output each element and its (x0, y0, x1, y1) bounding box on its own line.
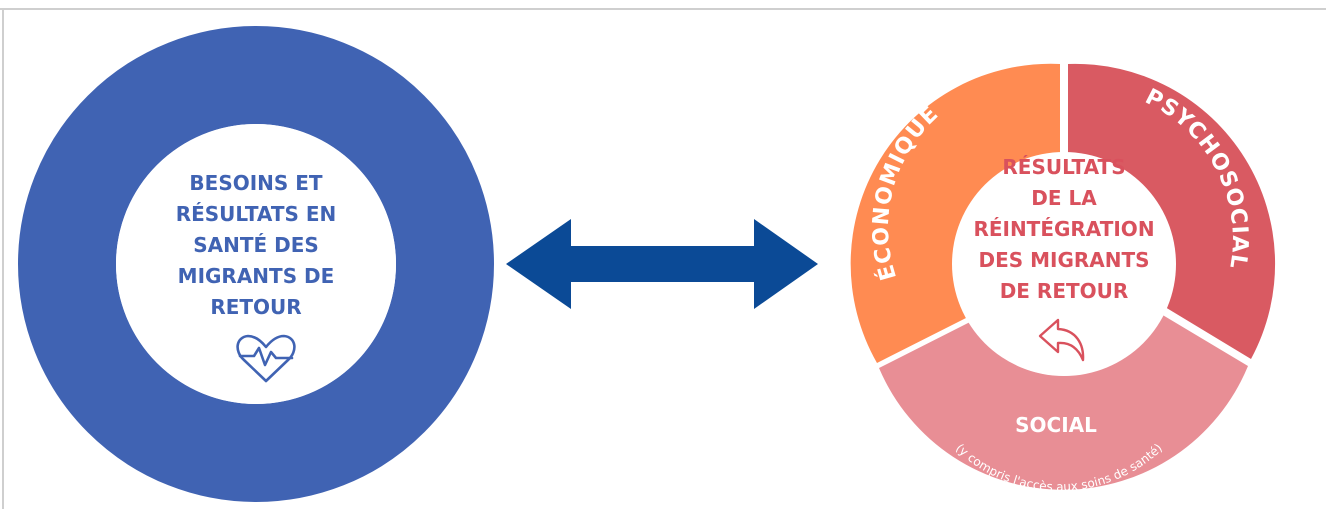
health-title: BESOINS ET RÉSULTATS EN SANTÉ DES MIGRAN… (176, 171, 337, 319)
health-ring-center (116, 124, 396, 404)
segment-economic (850, 63, 1060, 364)
segment-social-label: SOCIAL (1015, 413, 1097, 437)
reintegration-title-line-5: DE RETOUR (1000, 279, 1129, 303)
segment-social (879, 314, 1248, 490)
reintegration-title-line-3: RÉINTÉGRATION (973, 217, 1154, 241)
reintegration-center (952, 152, 1176, 376)
heart-pulse-icon (236, 334, 296, 383)
health-title-line-3: SANTÉ DES (193, 233, 319, 257)
return-arrow-icon (1038, 318, 1085, 362)
reintegration-title: RÉSULTATS DE LA RÉINTÉGRATION DES MIGRAN… (973, 155, 1154, 303)
segment-psychosocial (1068, 63, 1276, 359)
frame-top-line (0, 8, 1326, 10)
double-arrow-icon (506, 219, 818, 309)
health-title-line-5: RETOUR (210, 295, 301, 319)
health-title-line-1: BESOINS ET (189, 171, 323, 195)
health-ring (18, 26, 494, 502)
reintegration-title-line-4: DES MIGRANTS (978, 248, 1149, 272)
frame-left-line (2, 8, 4, 509)
reintegration-title-line-2: DE LA (1031, 186, 1097, 210)
health-title-line-2: RÉSULTATS EN (176, 202, 337, 226)
health-title-line-4: MIGRANTS DE (178, 264, 335, 288)
reintegration-title-line-1: RÉSULTATS (1002, 155, 1125, 179)
